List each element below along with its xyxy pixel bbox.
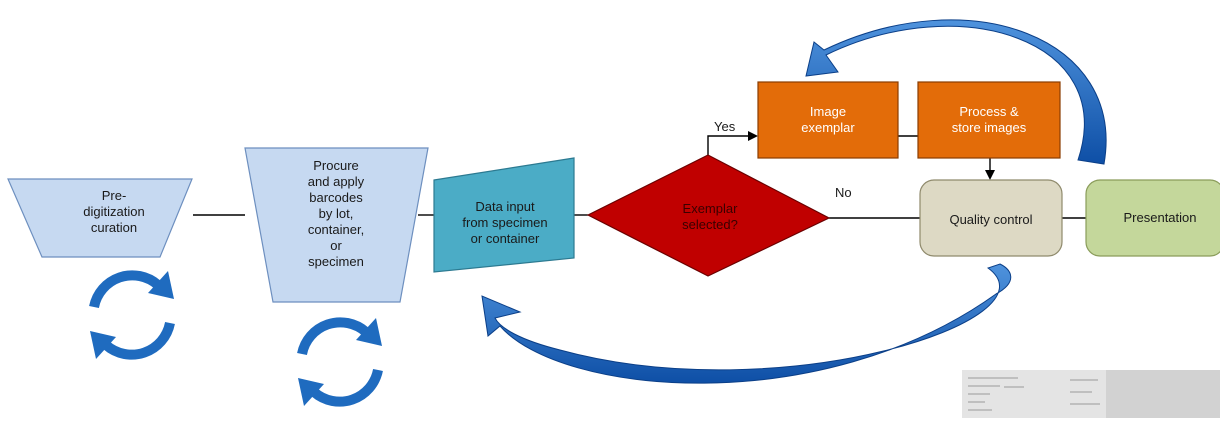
label-line: Presentation [1124,210,1197,225]
connectors [193,131,1086,219]
label-line: Procure [313,158,359,173]
label-line: digitization [83,204,144,219]
label-line: selected? [682,217,738,232]
edge-no-label: No [835,185,852,200]
refresh-cycle-icon [310,368,383,407]
label-line: Exemplar [683,201,739,216]
node-barcodes-shape [244,147,429,303]
node-image-exemplar-shape [757,81,899,159]
label-line: Pre- [102,188,127,203]
refresh-cycle-icon [89,270,162,309]
label-line: and apply [308,174,365,189]
refresh-cycle-icon [90,331,116,359]
label-line: or container [471,231,540,246]
node-pre-digitization-shape [7,178,193,258]
label-line: curation [91,220,137,235]
label-line: Data input [475,199,535,214]
node-quality-control-shape [919,179,1063,257]
edge-yes-label: Yes [714,119,736,134]
refresh-cycle-icon-left [89,270,175,360]
refresh-cycle-icon [356,318,382,346]
curved-arrow-icon [481,263,1012,384]
label-line: store images [952,120,1027,135]
refresh-cycle-icon [102,321,175,360]
feedback-arrow-top [805,19,1107,165]
label-line: or [330,238,342,253]
feedback-arrow-bottom [481,263,1012,384]
label-line: Quality control [949,212,1032,227]
node-decision-shape [586,154,831,277]
label-line: container, [308,222,364,237]
node-process-store-label: Process &store images [952,104,1027,135]
label-line: exemplar [801,120,855,135]
refresh-cycle-icon [297,317,370,356]
node-presentation-shape [1085,179,1220,257]
edge-decision-yes [707,131,758,158]
label-line: Image [810,104,846,119]
thumbnail-image [962,370,1220,418]
node-data-input-shape [433,157,575,273]
label-line: Process & [959,104,1019,119]
refresh-cycle-icon-right [297,317,383,407]
node-process-store-shape [917,81,1061,159]
label-line: barcodes [309,190,363,205]
label-line: specimen [308,254,364,269]
curved-arrow-icon [805,19,1107,165]
refresh-cycle-icon [148,271,174,299]
node-presentation-label: Presentation [1124,210,1197,225]
label-line: from specimen [462,215,547,230]
node-quality-control-label: Quality control [949,212,1032,227]
label-line: by lot, [319,206,354,221]
refresh-cycle-icon [298,378,324,406]
